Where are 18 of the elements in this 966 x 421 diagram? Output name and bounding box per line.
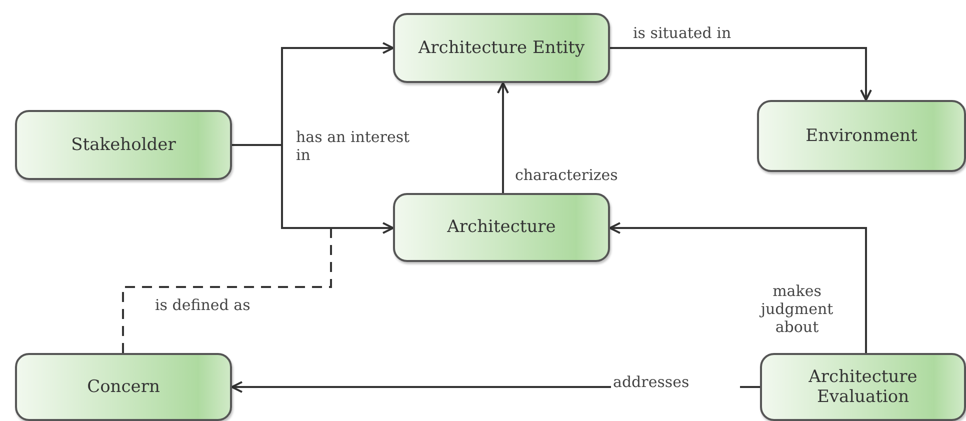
rounded-box	[393, 13, 610, 83]
node-label: Architecture Entity	[418, 38, 585, 58]
arrow	[609, 222, 867, 353]
node-label: Stakeholder	[71, 134, 176, 156]
dashed-connector	[122, 229, 332, 353]
rounded-box	[15, 353, 232, 421]
node-label: Architecture	[447, 217, 556, 238]
node-label: Environment	[806, 126, 918, 146]
rounded-box	[15, 110, 232, 180]
rounded-box	[760, 353, 966, 421]
node-label: Concern	[87, 376, 160, 398]
arrow	[610, 47, 872, 101]
node-label: Architecture Evaluation	[808, 366, 918, 408]
rounded-box	[757, 100, 966, 172]
rounded-box	[393, 193, 610, 262]
arrow	[232, 144, 394, 234]
arrow	[497, 82, 509, 193]
edge-label: addresses	[611, 373, 740, 391]
